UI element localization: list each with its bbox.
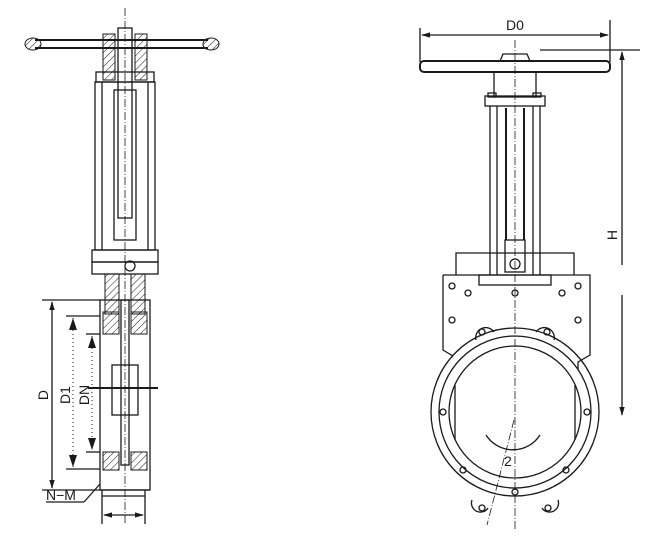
label-dn: DN <box>76 385 92 405</box>
valve-body-front <box>430 252 600 526</box>
bolt-holes <box>439 282 591 512</box>
stem <box>117 27 133 219</box>
label-d0: D0 <box>506 17 524 33</box>
bore <box>448 345 582 479</box>
label-d: D <box>35 390 51 400</box>
side-view: D D1 DN N−M <box>24 8 220 525</box>
handwheel-side <box>24 37 220 51</box>
label-n-m: N−M <box>46 487 76 503</box>
label-h: H <box>604 230 620 240</box>
front-view: D0 <box>419 17 640 530</box>
label-d1: D1 <box>57 386 73 404</box>
flange-outer <box>430 327 600 497</box>
valve-body-side <box>88 299 158 491</box>
yoke-front <box>484 92 546 275</box>
label-angle: 2 <box>504 453 512 469</box>
